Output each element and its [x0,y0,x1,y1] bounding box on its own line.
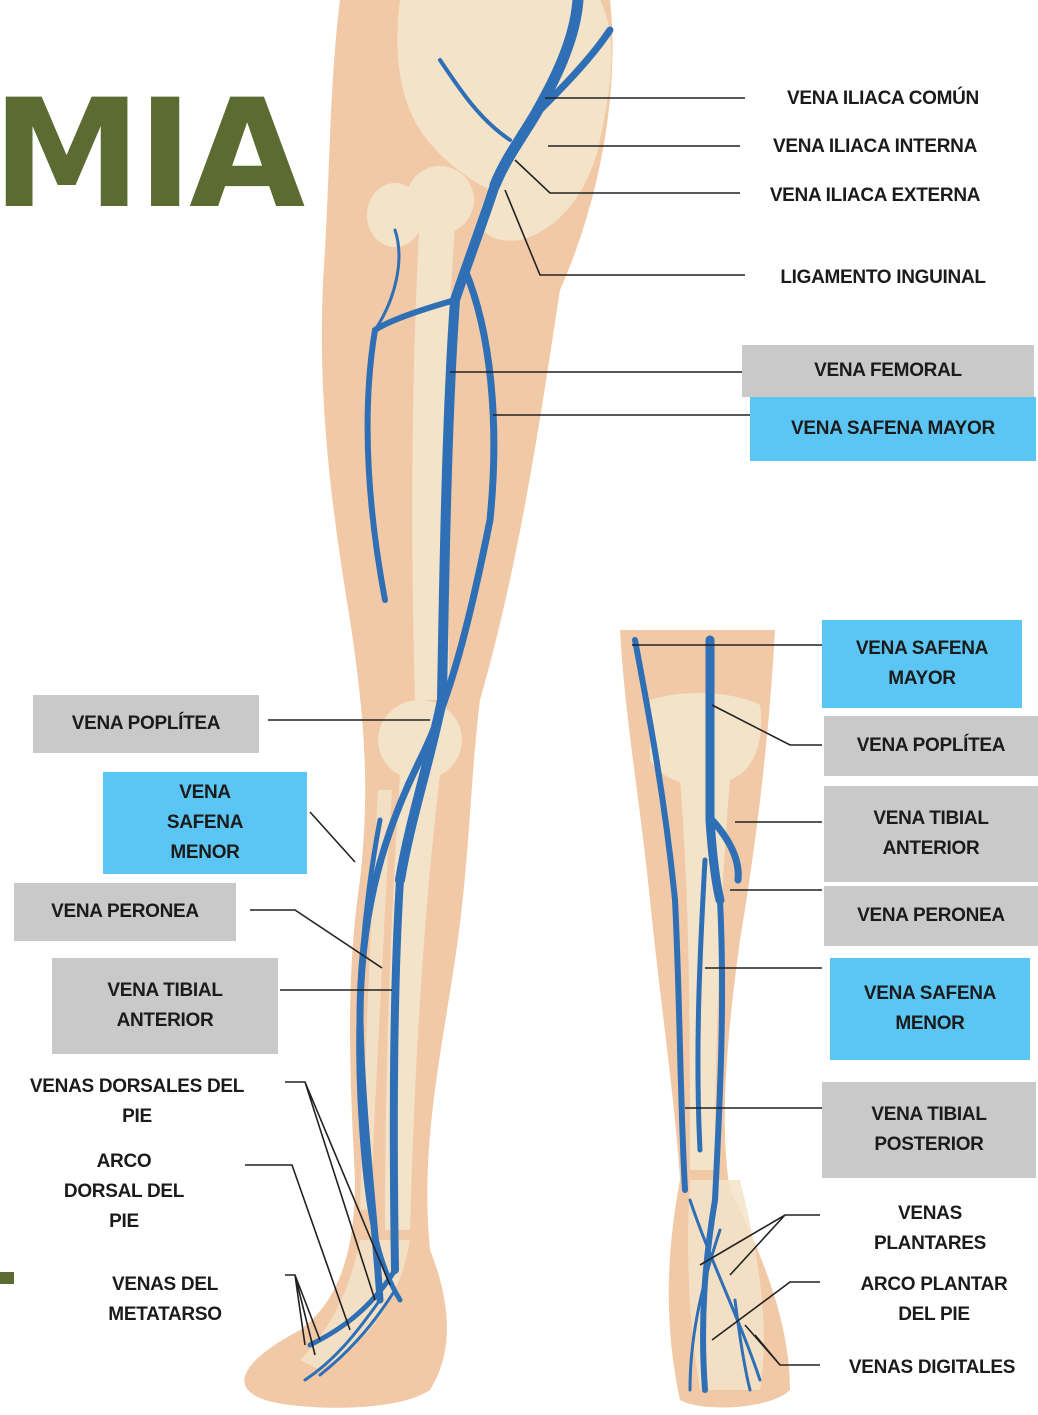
label-vena-peronea-right: VENA PERONEA [824,886,1038,946]
knee-joint [378,700,462,780]
label-vena-peronea-left: VENA PERONEA [14,883,236,941]
page-title: MIA [0,80,301,230]
label-vena-tibial-anterior-right: VENA TIBIAL ANTERIOR [824,786,1038,882]
label-venas-digitales: VENAS DIGITALES [830,1352,1034,1384]
label-arco-plantar-pie: ARCO PLANTAR DEL PIE [836,1268,1032,1332]
label-venas-plantares: VENAS PLANTARES [830,1200,1030,1258]
label-vena-safena-mayor-right: VENA SAFENA MAYOR [822,620,1022,708]
label-arco-dorsal-pie: ARCO DORSAL DEL PIE [40,1160,208,1224]
label-vena-iliaca-comun: VENA ILIACA COMÚN [748,84,1018,114]
leader-safena-menor-left [310,812,355,862]
label-vena-poplitea-right: VENA POPLÍTEA [824,716,1038,776]
label-ligamento-inguinal: LIGAMENTO INGUINAL [748,263,1018,293]
label-vena-safena-menor-right: VENA SAFENA MENOR [830,958,1030,1060]
label-vena-safena-menor-left: VENA SAFENA MENOR [103,772,307,874]
label-vena-safena-mayor-upper: VENA SAFENA MAYOR [750,397,1036,461]
label-vena-poplitea-left: VENA POPLÍTEA [33,695,259,753]
label-vena-tibial-posterior: VENA TIBIAL POSTERIOR [822,1082,1036,1178]
slide-accent-mark [0,1272,14,1284]
label-vena-iliaca-interna: VENA ILIACA INTERNA [740,132,1010,162]
label-venas-metatarso: VENAS DEL METATARSO [90,1268,240,1332]
label-venas-dorsales-pie: VENAS DORSALES DEL PIE [20,1070,254,1134]
label-vena-femoral: VENA FEMORAL [742,345,1034,397]
label-vena-tibial-anterior-left: VENA TIBIAL ANTERIOR [52,958,278,1054]
label-vena-iliaca-externa: VENA ILIACA EXTERNA [740,181,1010,211]
